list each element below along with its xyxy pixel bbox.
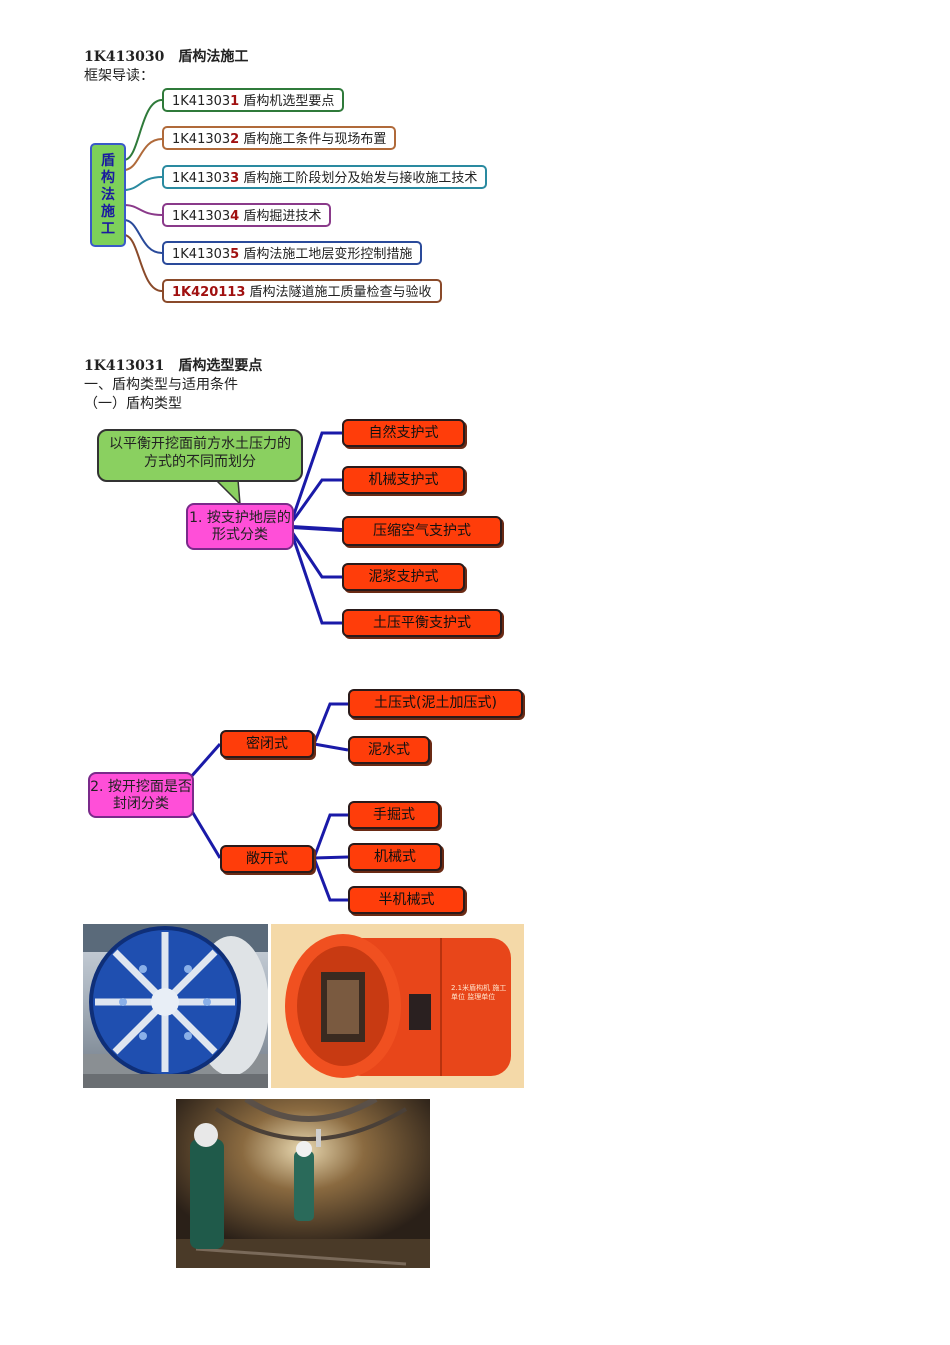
child-earth-pressure: 土压式(泥土加压式) — [348, 689, 523, 718]
item-code: 1K41303 — [172, 247, 231, 262]
branch-natural-support: 自然支护式 — [342, 419, 465, 447]
subsection-subtitle: （一）盾构类型 — [84, 396, 182, 412]
item-text: 盾构施工条件与现场布置 — [243, 132, 387, 147]
mindmap1-item-6: 1K420113 盾构法隧道施工质量检查与验收 — [162, 279, 442, 303]
child-manual: 手掘式 — [348, 801, 440, 829]
item-code: 1K41303 — [172, 132, 231, 147]
item-code: 1K41303 — [172, 94, 231, 109]
tbm-cutterhead-photo — [83, 924, 268, 1088]
child-slurry: 泥水式 — [348, 736, 430, 764]
classification-callout: 以平衡开挖面前方水土压力的方式的不同而划分 — [97, 429, 303, 482]
mindmap1-root: 盾 构 法 施 工 — [90, 143, 126, 247]
item-num: 4 — [230, 209, 240, 224]
diagram2-center-node: 2. 按开挖面是否封闭分类 — [88, 772, 194, 818]
item-num: 5 — [230, 247, 240, 262]
item-text: 盾构法施工地层变形控制措施 — [243, 247, 413, 262]
item-text: 盾构掘进技术 — [243, 209, 322, 224]
section-heading-2: 1K413031 盾构选型要点 — [84, 358, 263, 374]
mindmap1-item-5: 1K413035 盾构法施工地层变形控制措施 — [162, 241, 423, 265]
group-closed: 密闭式 — [220, 730, 314, 758]
diagram1-center-node: 1. 按支护地层的形式分类 — [186, 503, 294, 550]
child-semi-mechanical: 半机械式 — [348, 886, 465, 914]
item-text: 盾构施工阶段划分及始发与接收施工技术 — [243, 171, 478, 186]
item-num: 1 — [230, 94, 240, 109]
item-text: 盾构机选型要点 — [243, 94, 335, 109]
framework-guide-label: 框架导读： — [84, 68, 154, 84]
item-code: 1K41303 — [172, 209, 231, 224]
mindmap1-item-4: 1K413034 盾构掘进技术 — [162, 203, 332, 227]
machine-nameplate: 2.1米盾构机 施工单位 监理单位 — [451, 984, 507, 1001]
item-num: 3 — [230, 171, 240, 186]
shield-machine-photo: 2.1米盾构机 施工单位 监理单位 — [271, 924, 524, 1088]
branch-mechanical-support: 机械支护式 — [342, 466, 465, 494]
mindmap1-item-3: 1K413033 盾构施工阶段划分及始发与接收施工技术 — [162, 165, 488, 189]
child-mechanical: 机械式 — [348, 843, 442, 871]
item-code: 1K41303 — [172, 171, 231, 186]
tunnel-workers-photo — [176, 1099, 430, 1268]
group-open: 敞开式 — [220, 845, 314, 873]
item-code: 1K420113 — [172, 285, 246, 300]
branch-slurry-support: 泥浆支护式 — [342, 563, 465, 591]
branch-earth-pressure: 土压平衡支护式 — [342, 609, 502, 637]
item-text: 盾构法隧道施工质量检查与验收 — [249, 285, 432, 300]
mindmap1-item-1: 1K413031 盾构机选型要点 — [162, 88, 345, 112]
subsection-title: 一、盾构类型与适用条件 — [84, 377, 238, 393]
section-heading-1: 1K413030 盾构法施工 — [84, 49, 249, 65]
branch-compressed-air: 压缩空气支护式 — [342, 516, 502, 546]
item-num: 2 — [230, 132, 240, 147]
mindmap1-item-2: 1K413032 盾构施工条件与现场布置 — [162, 126, 397, 150]
